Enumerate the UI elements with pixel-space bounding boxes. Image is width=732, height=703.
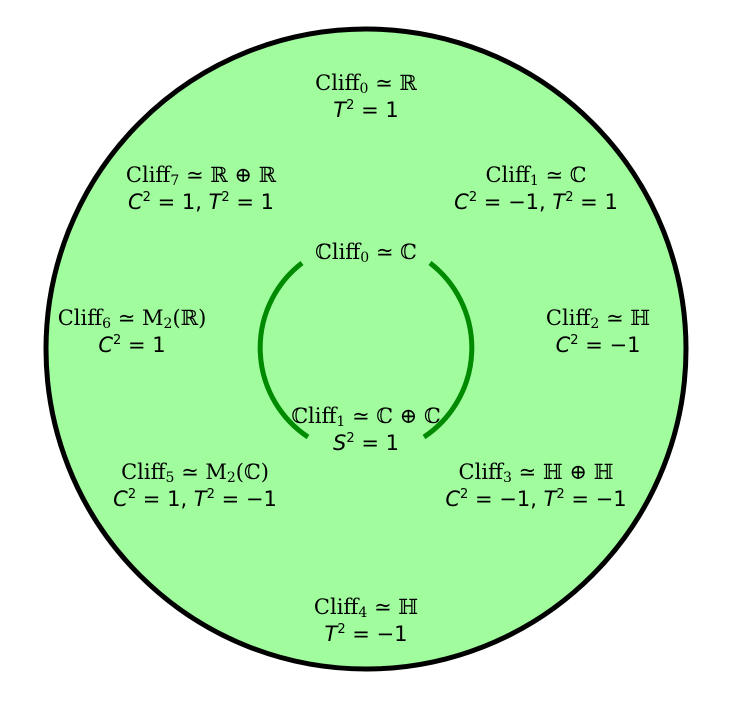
- relation-text: C2 = −1: [555, 333, 641, 357]
- relation-text: C2 = −1, T2 = −1: [445, 487, 627, 511]
- label-cliff3: Cliff3 ≃ ℍ ⊕ ℍ C2 = −1, T2 = −1: [445, 459, 626, 513]
- label-complex-cliff1: ℂliff1 ≃ ℂ ⊕ ℂ S2 = 1: [291, 403, 440, 457]
- cliff-text: Cliff6 ≃ M2(ℝ): [57, 306, 207, 332]
- cliff-text: Cliff7 ≃ ℝ ⊕ ℝ: [125, 163, 277, 189]
- label-cliff4: Cliff4 ≃ ℍ T2 = −1: [314, 594, 418, 648]
- inner-arc-left: [257, 261, 310, 440]
- cliff-text: Cliff4 ≃ ℍ: [313, 595, 419, 621]
- cliff-text: Cliff2 ≃ ℍ: [545, 306, 651, 332]
- cliff-text: Cliff3 ≃ ℍ ⊕ ℍ: [458, 460, 614, 486]
- label-cliff0: Cliff0 ≃ ℝ T2 = 1: [315, 70, 417, 124]
- relation-text: C2 = 1, T2 = −1: [113, 487, 277, 511]
- relation-text: C2 = 1: [98, 333, 166, 357]
- relation-text: T2 = −1: [324, 622, 408, 646]
- label-cliff5: Cliff5 ≃ M2(ℂ) C2 = 1, T2 = −1: [113, 459, 277, 513]
- cliff-text: Cliff1 ≃ ℂ: [485, 163, 587, 189]
- relation-text: C2 = 1, T2 = 1: [127, 190, 275, 214]
- relation-text: C2 = −1, T2 = 1: [454, 190, 618, 214]
- label-cliff1: Cliff1 ≃ ℂ C2 = −1, T2 = 1: [454, 162, 618, 216]
- cliff-text: ℂliff1 ≃ ℂ ⊕ ℂ: [291, 404, 441, 430]
- cliff-text: Cliff5 ≃ M2(ℂ): [121, 460, 269, 486]
- outer-circle: [43, 26, 689, 672]
- relation-text: T2 = 1: [333, 98, 399, 122]
- inner-arc-right: [422, 261, 475, 440]
- cliff-text: ℂliff0 ≃ ℂ: [315, 240, 417, 266]
- label-cliff6: Cliff6 ≃ M2(ℝ) C2 = 1: [58, 305, 207, 359]
- label-cliff7: Cliff7 ≃ ℝ ⊕ ℝ C2 = 1, T2 = 1: [126, 162, 276, 216]
- relation-text: S2 = 1: [333, 431, 399, 455]
- label-complex-cliff0: ℂliff0 ≃ ℂ: [315, 239, 417, 265]
- cliff-text: Cliff0 ≃ ℝ: [315, 71, 417, 97]
- label-cliff2: Cliff2 ≃ ℍ C2 = −1: [546, 305, 650, 359]
